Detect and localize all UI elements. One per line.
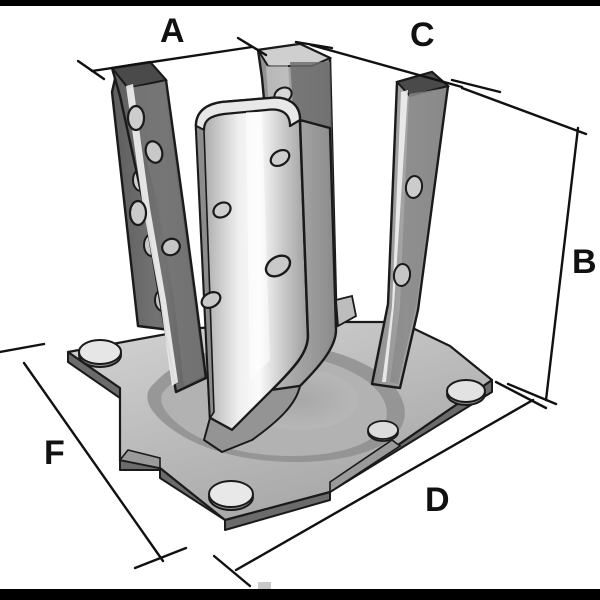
dimension-label-f: F (44, 434, 65, 472)
arm-front-right (370, 70, 451, 390)
bolt-hole-front-left (208, 480, 254, 511)
dimension-line-b (460, 86, 588, 406)
dimension-label-d: D (425, 481, 450, 519)
dimension-line-a (76, 36, 268, 81)
dimension-label-c: C (410, 16, 435, 54)
dimension-label-b: B (572, 243, 597, 281)
frame-bar-bottom (0, 589, 600, 600)
dimension-line-c (294, 40, 502, 94)
frame-bar-top (0, 0, 600, 6)
rear-gusset (335, 294, 358, 328)
bolt-hole-front-right (367, 420, 399, 442)
dimension-label-a: A (160, 12, 185, 50)
bolt-hole-rear-left (78, 339, 122, 368)
bolt-hole-rear-right (446, 379, 486, 406)
frame-notch (258, 582, 271, 589)
center-post (194, 96, 338, 453)
dimension-line-f (0, 342, 188, 570)
dimension-line-d (212, 380, 548, 588)
dimension-lines (0, 36, 588, 588)
arm-front-left (110, 60, 208, 394)
